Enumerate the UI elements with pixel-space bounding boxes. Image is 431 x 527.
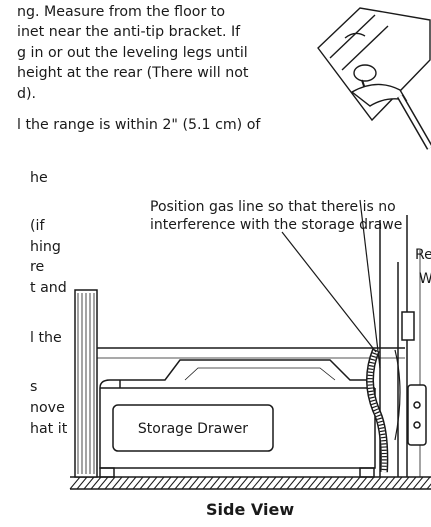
instruction-line-5: d). (17, 86, 37, 102)
instruction-line-1: ng. Measure from the floor to (17, 4, 226, 20)
diagram-title: Side View (206, 500, 295, 519)
range-body (74, 199, 427, 478)
instruction-range-line: l the range is within 2" (5.1 cm) of (17, 117, 261, 133)
left-fragment: t and (30, 280, 67, 296)
storage-drawer-label: Storage Drawer (138, 421, 248, 437)
callout-right-fragment-1: Re (415, 247, 431, 263)
instruction-line-4: height at the rear (There will not (17, 65, 249, 81)
left-fragment: l the (30, 330, 62, 346)
left-fragment: s (30, 379, 38, 395)
left-fragment: re (30, 259, 45, 275)
left-fragment: he (30, 170, 48, 186)
left-fragment: (if (30, 218, 45, 234)
floor (69, 476, 431, 490)
instruction-line-2: inet near the anti-tip bracket. If (17, 24, 241, 40)
callout-leader-line (281, 231, 377, 353)
wrench-illustration (317, 7, 431, 150)
left-fragment: hat it (30, 421, 68, 437)
left-fragment: nove (30, 400, 65, 416)
callout-text-line-1: Position gas line so that there is no (150, 199, 396, 215)
left-fragment: hing (30, 239, 61, 255)
callout-right-fragment-2: W (419, 271, 431, 287)
callout-text-line-2: interference with the storage drawe (150, 217, 403, 233)
instruction-line-3: g in or out the leveling legs until (17, 45, 248, 61)
